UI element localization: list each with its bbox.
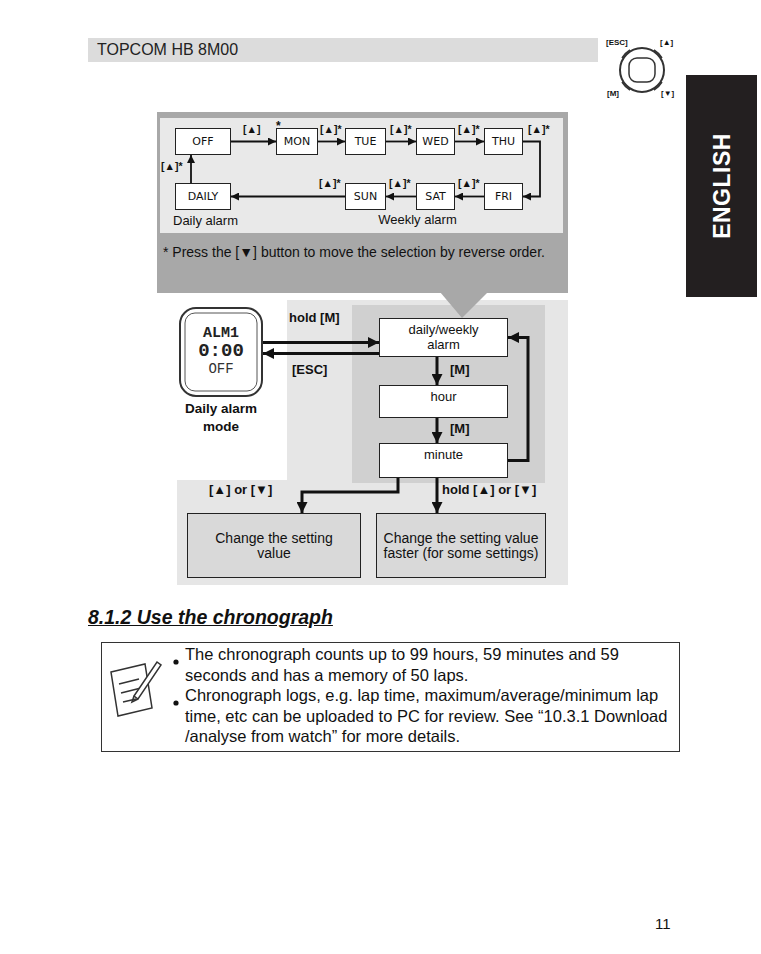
edge-label: [▲]* [161,160,182,172]
language-tab: ENGLISH [686,75,757,297]
node-text: hour [430,390,456,404]
node-text: Change the setting value faster (for som… [381,531,541,560]
bullet [173,700,178,705]
node-text: SUN [354,190,377,203]
state-box: FRI [484,183,523,210]
state-box: WED [416,128,455,155]
node-text: SAT [425,190,446,203]
weekly-band: Weekly alarm MON TUE WED THU FRI SAT SUN [272,118,563,233]
connector [508,338,528,461]
edge-label: [M] [450,421,470,436]
node-text: minute [424,448,463,462]
node-text: Daily alarm mode [176,400,266,435]
node-text: TOPCOM HB 8M00 [97,41,238,59]
node-text: Change the setting value [204,531,344,560]
node-text: MON [284,135,310,148]
node-text: Weekly alarm [272,212,563,227]
node-text: daily/weekly alarm [396,323,491,352]
setting-box: hour [379,385,508,418]
state-box: TUE [345,128,386,155]
state-box: THU [484,128,523,155]
connector [386,196,416,198]
edge-label: [▲]* [389,177,410,189]
watch-display: ALM10:00OFFDaily alarm mode [180,308,262,396]
node-text: Chronograph logs, e.g. lap time, maximum… [185,685,675,747]
edge-label: [ESC] [292,362,327,377]
top-panel [157,112,568,293]
edge-label: hold [M] [289,310,340,325]
footnote-mark: * [276,119,281,133]
connector [231,196,345,198]
connector [263,352,379,355]
edge-label: [▲]* [319,177,340,189]
button-label: [M] [607,89,619,98]
node-text: OFF [208,362,233,377]
node-text: ENGLISH [708,133,735,239]
edge-label: [▲]* [390,123,411,135]
alarm-panel: * Press the [▼] button to move the selec… [157,112,568,293]
connector [231,141,276,143]
edge-label: [▲]* [458,177,479,189]
edge-label: [▲]* [528,123,549,135]
connector [263,341,379,344]
connector [436,357,439,385]
state-box: SUN [345,183,386,210]
node-text: DAILY [188,190,218,203]
node-text: FRI [495,190,512,203]
header-band: TOPCOM HB 8M00 [88,38,598,62]
node-text: THU [492,135,515,148]
edge-label: [M] [450,362,470,377]
node-text: Daily alarm [173,213,238,228]
note-icon [111,662,161,716]
action-box: Change the setting value faster (for som… [376,513,546,578]
node-text: WED [422,135,448,148]
connector [436,478,439,513]
watch-screen [185,313,257,391]
connector [436,418,439,443]
edge-label: [▲]* [458,123,479,135]
node-text: The chronograph counts up to 99 hours, 5… [185,644,675,685]
watch-icon [620,48,664,92]
light-band [160,118,563,233]
node-text: TUE [355,135,377,148]
connector [318,141,345,143]
state-box: SAT [416,183,455,210]
node-text: 0:00 [198,342,244,362]
state-box: OFF [175,128,231,155]
connector [302,478,398,513]
callout-pointer [440,292,488,318]
edge-label: [▲] or [▼] [209,482,272,497]
state-box: DAILYDaily alarm [175,183,231,210]
note-box: The chronograph counts up to 99 hours, 5… [101,642,680,752]
connector [455,196,484,198]
node-text: ALM1 [203,326,239,342]
setting-box: minute [379,443,508,478]
watch-outline [180,308,262,396]
node-text: * Press the [▼] button to move the selec… [163,244,555,261]
node-text: OFF [192,135,213,148]
page-number: 11 [655,915,671,932]
button-label: [▲] [660,38,673,47]
edge-label: [▲]* [320,123,341,135]
lower-panel [177,300,568,585]
button-label: [ESC] [606,38,628,47]
connector [386,141,416,143]
connector [455,141,484,143]
edge-label: hold [▲] or [▼] [442,482,536,497]
button-label: [▼] [661,89,674,98]
bullet [173,659,178,664]
action-box: Change the setting value [187,513,361,578]
connector [190,155,192,183]
setting-box: daily/weekly alarm [379,318,508,357]
edge-label: [▲] [243,123,260,135]
connector [523,142,540,197]
settings-band [352,305,545,483]
section-heading: 8.1.2 Use the chronograph [88,606,333,629]
state-box: MON [276,128,318,155]
